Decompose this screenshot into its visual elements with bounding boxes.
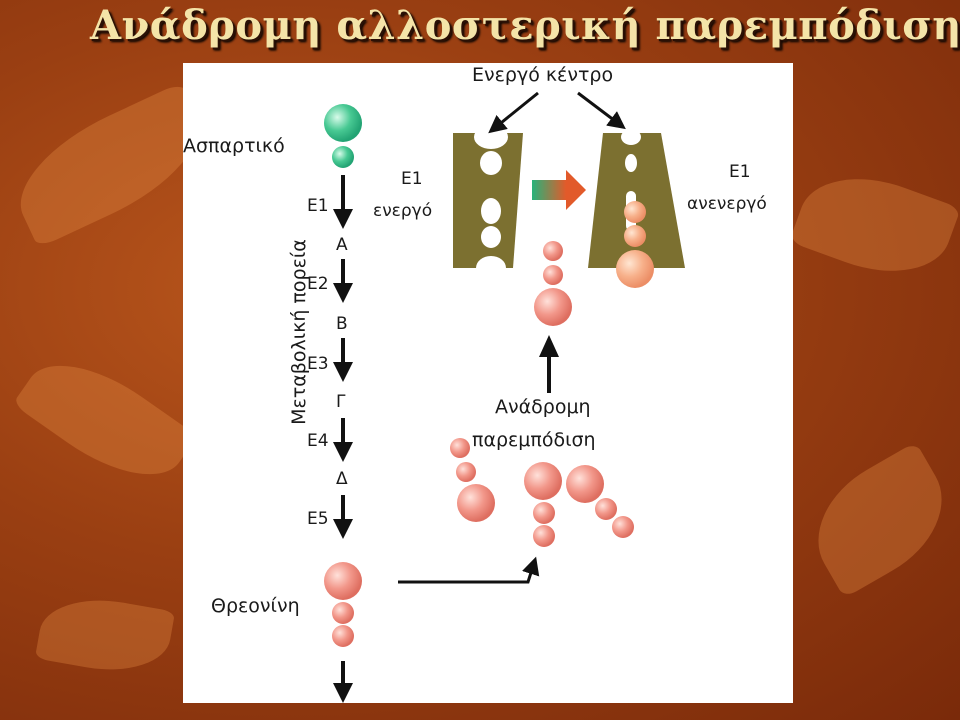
pathway-arrows <box>333 175 353 703</box>
enzyme-label-e4: E4 <box>307 431 329 451</box>
intermediate-label-a: A <box>336 235 348 255</box>
enzyme-inactive-label-name: E1 <box>729 162 751 182</box>
intermediate-label-b: B <box>336 314 348 334</box>
active-site-arrow-right <box>577 91 626 130</box>
feedback-arrow <box>398 556 540 584</box>
inhibition-label-line1: Ανάδρομη <box>495 396 591 418</box>
leaf-decoration <box>789 157 960 293</box>
enzyme-inactive-label-state: ανενεργό <box>687 194 767 214</box>
inhibition-arrow <box>539 335 559 393</box>
leaf-decoration <box>34 589 176 681</box>
enzyme-label-e5: E5 <box>307 509 329 529</box>
intermediate-label-delta: Δ <box>336 469 348 489</box>
threonine-molecule <box>324 562 362 647</box>
enzyme-label-e3: E3 <box>307 354 329 374</box>
leaf-decoration <box>12 338 198 502</box>
enzyme-active <box>453 125 523 280</box>
diagram-graphic <box>324 91 685 703</box>
enzyme-inactive <box>588 129 685 288</box>
enzyme-label-e2: E2 <box>307 274 329 294</box>
free-inhibitor-molecule <box>534 241 572 326</box>
diagram-panel: Ενεργό κέντρο Ασπαρτικό Μεταβολική πορεί… <box>183 63 793 703</box>
substrate-label: Ασπαρτικό <box>183 135 285 157</box>
intermediate-label-gamma: Γ <box>336 392 346 412</box>
active-site-label: Ενεργό κέντρο <box>472 64 614 86</box>
active-site-arrow-left <box>488 91 539 134</box>
enzyme-active-label-name: E1 <box>401 169 423 189</box>
inhibitor-cluster <box>450 438 634 547</box>
conformation-shift-arrow <box>532 170 586 210</box>
enzyme-label-e1: E1 <box>307 196 329 216</box>
enzyme-active-label-state: ενεργό <box>373 201 433 221</box>
product-label: Θρεονίνη <box>211 595 300 617</box>
slide-title: Ανάδρομη αλλοστερική παρεμπόδιση <box>90 2 960 49</box>
aspartate-molecule <box>324 104 362 168</box>
leaf-decoration <box>794 441 960 599</box>
inhibition-label-line2: παρεμπόδιση <box>472 429 596 451</box>
